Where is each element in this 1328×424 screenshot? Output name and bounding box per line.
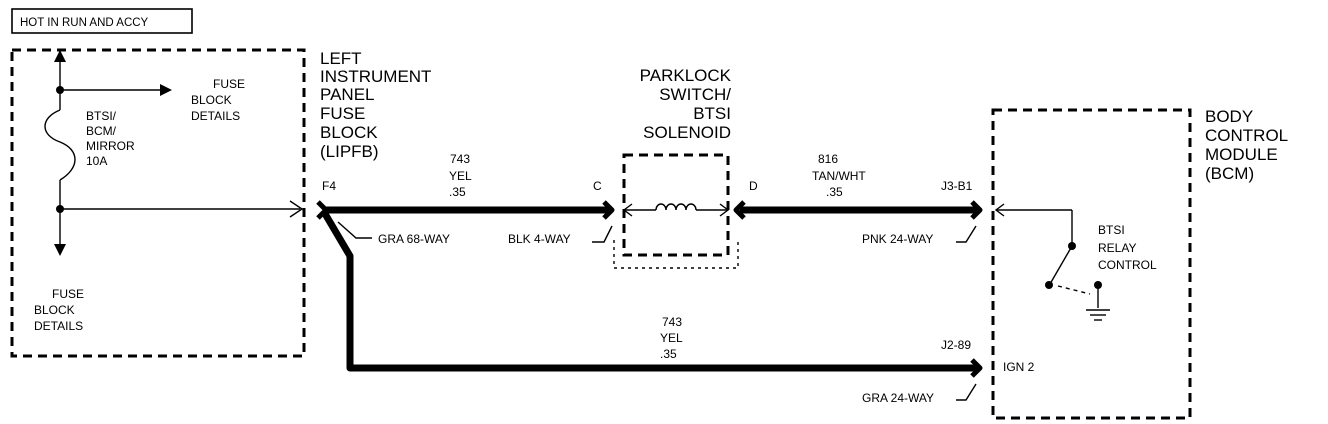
arrow-down-icon [54,244,66,256]
parklock-title-1: PARKLOCK [640,66,732,85]
parklock-solenoid [613,153,739,269]
lipfb-title-2: INSTRUMENT [320,67,431,86]
bcm-module: BODY CONTROL MODULE (BCM) J3-B1 J2-89 IG… [941,107,1288,420]
connector-pnk-24: PNK 24-WAY [862,232,933,246]
lipfb-title-1: LEFT [320,49,362,68]
ground-icon [1086,309,1110,321]
parklock-title: PARKLOCK SWITCH/ BTSI SOLENOID [640,66,732,142]
wire-top-left-color: YEL [449,169,472,183]
fuse-label-line-3: MIRROR [86,139,135,153]
connector-blk-4: BLK 4-WAY [508,232,571,246]
wire-top-right-gauge: .35 [826,185,843,199]
wire-bottom-gauge: .35 [660,347,677,361]
fuse-label-line-1: BTSI/ [86,109,117,123]
bcm-title-4: (BCM) [1205,164,1254,183]
wire-bottom-circuit: 743 [662,315,682,329]
wire-bottom-color: YEL [660,331,683,345]
wire-top-left-circuit: 743 [450,152,470,166]
coil-icon [655,203,697,211]
fuse-label-line-4: 10A [86,154,107,168]
fuse-details-upper-2: BLOCK [191,93,232,107]
relay-switch-icon [1049,245,1073,285]
parklock-title-4: SOLENOID [643,123,731,142]
connector-leaders: GRA 68-WAY BLK 4-WAY PNK 24-WAY GRA 24-W… [337,221,977,405]
bcm-title-1: BODY [1205,107,1253,126]
terminal-j2-89: J2-89 [941,338,971,352]
fuse-label-line-2: BCM/ [86,124,117,138]
lipfb-title-5: BLOCK [320,123,378,142]
wire-harness [316,200,983,378]
fuse-details-lower-1: FUSE [52,287,84,301]
relay-label-2: RELAY [1098,241,1136,255]
wire-top-left-gauge: .35 [449,185,466,199]
parklock-title-3: BTSI [693,104,731,123]
terminal-d: D [749,179,758,193]
arrow-right-icon [160,84,172,96]
bcm-title-2: CONTROL [1205,126,1288,145]
parklock-title-2: SWITCH/ [659,85,731,104]
arrow-up-icon [54,50,66,62]
fuse-details-upper-3: DETAILS [191,109,240,123]
fuse-symbol [44,109,76,181]
ign-2-label: IGN 2 [1003,360,1035,374]
relay-label-1: BTSI [1098,223,1125,237]
lipfb-title-6: (LIPFB) [320,142,379,161]
header-label: HOT IN RUN AND ACCY [20,17,149,29]
terminal-f4: F4 [322,179,336,193]
bcm-title-3: MODULE [1205,145,1278,164]
fuse-details-lower-2: BLOCK [34,303,75,317]
fuse-details-upper-1: FUSE [213,77,245,91]
lipfb-title-4: FUSE [320,104,365,123]
connector-gra-68: GRA 68-WAY [378,232,450,246]
lipfb-title: LEFT INSTRUMENT PANEL FUSE BLOCK (LIPFB) [320,49,431,161]
lipfb-title-3: PANEL [320,85,375,104]
terminal-c: C [593,179,602,193]
fuse-block-panel: BTSI/ BCM/ MIRROR 10A FUSE BLOCK DETAILS… [10,48,306,358]
fuse-details-lower-3: DETAILS [34,319,83,333]
wire-743-bottom [320,210,980,372]
terminal-j3-b1: J3-B1 [941,179,973,193]
wire-top-right-color: TAN/WHT [812,169,866,183]
wire-labels: 743 YEL .35 816 TAN/WHT .35 743 YEL .35 [449,152,866,361]
wire-top-right-circuit: 816 [818,152,838,166]
connector-gra-24: GRA 24-WAY [862,391,934,405]
header-box: HOT IN RUN AND ACCY [11,8,193,34]
relay-label-3: CONTROL [1098,258,1157,272]
